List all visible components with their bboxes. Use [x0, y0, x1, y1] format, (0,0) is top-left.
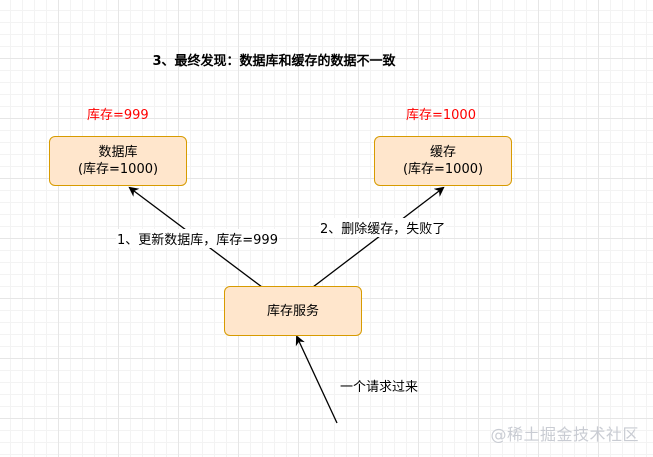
edge-label-delete-cache: 2、删除缓存，失败了 — [319, 218, 447, 237]
cache-node: 缓存 (库存=1000) — [374, 136, 512, 186]
db-stock-label: 库存=999 — [87, 108, 149, 123]
diagram-title: 3、最终发现：数据库和缓存的数据不一致 — [152, 54, 396, 69]
stock-service-node: 库存服务 — [224, 286, 362, 336]
edge-label-update-db: 1、更新数据库，库存=999 — [116, 229, 279, 248]
edge-service-to-cache — [312, 186, 445, 288]
watermark: @稀土掘金技术社区 — [490, 425, 639, 444]
cache-stock-label: 库存=1000 — [406, 108, 476, 123]
cache-node-value: (库存=1000) — [402, 162, 484, 177]
database-node-name: 数据库 — [98, 145, 138, 160]
edge-label-incoming-request: 一个请求过来 — [340, 380, 419, 395]
cache-node-name: 缓存 — [429, 145, 456, 160]
database-node: 数据库 (库存=1000) — [49, 136, 187, 186]
edge-request-to-service — [295, 335, 338, 424]
database-node-value: (库存=1000) — [77, 162, 159, 177]
stock-service-node-name: 库存服务 — [266, 303, 319, 319]
